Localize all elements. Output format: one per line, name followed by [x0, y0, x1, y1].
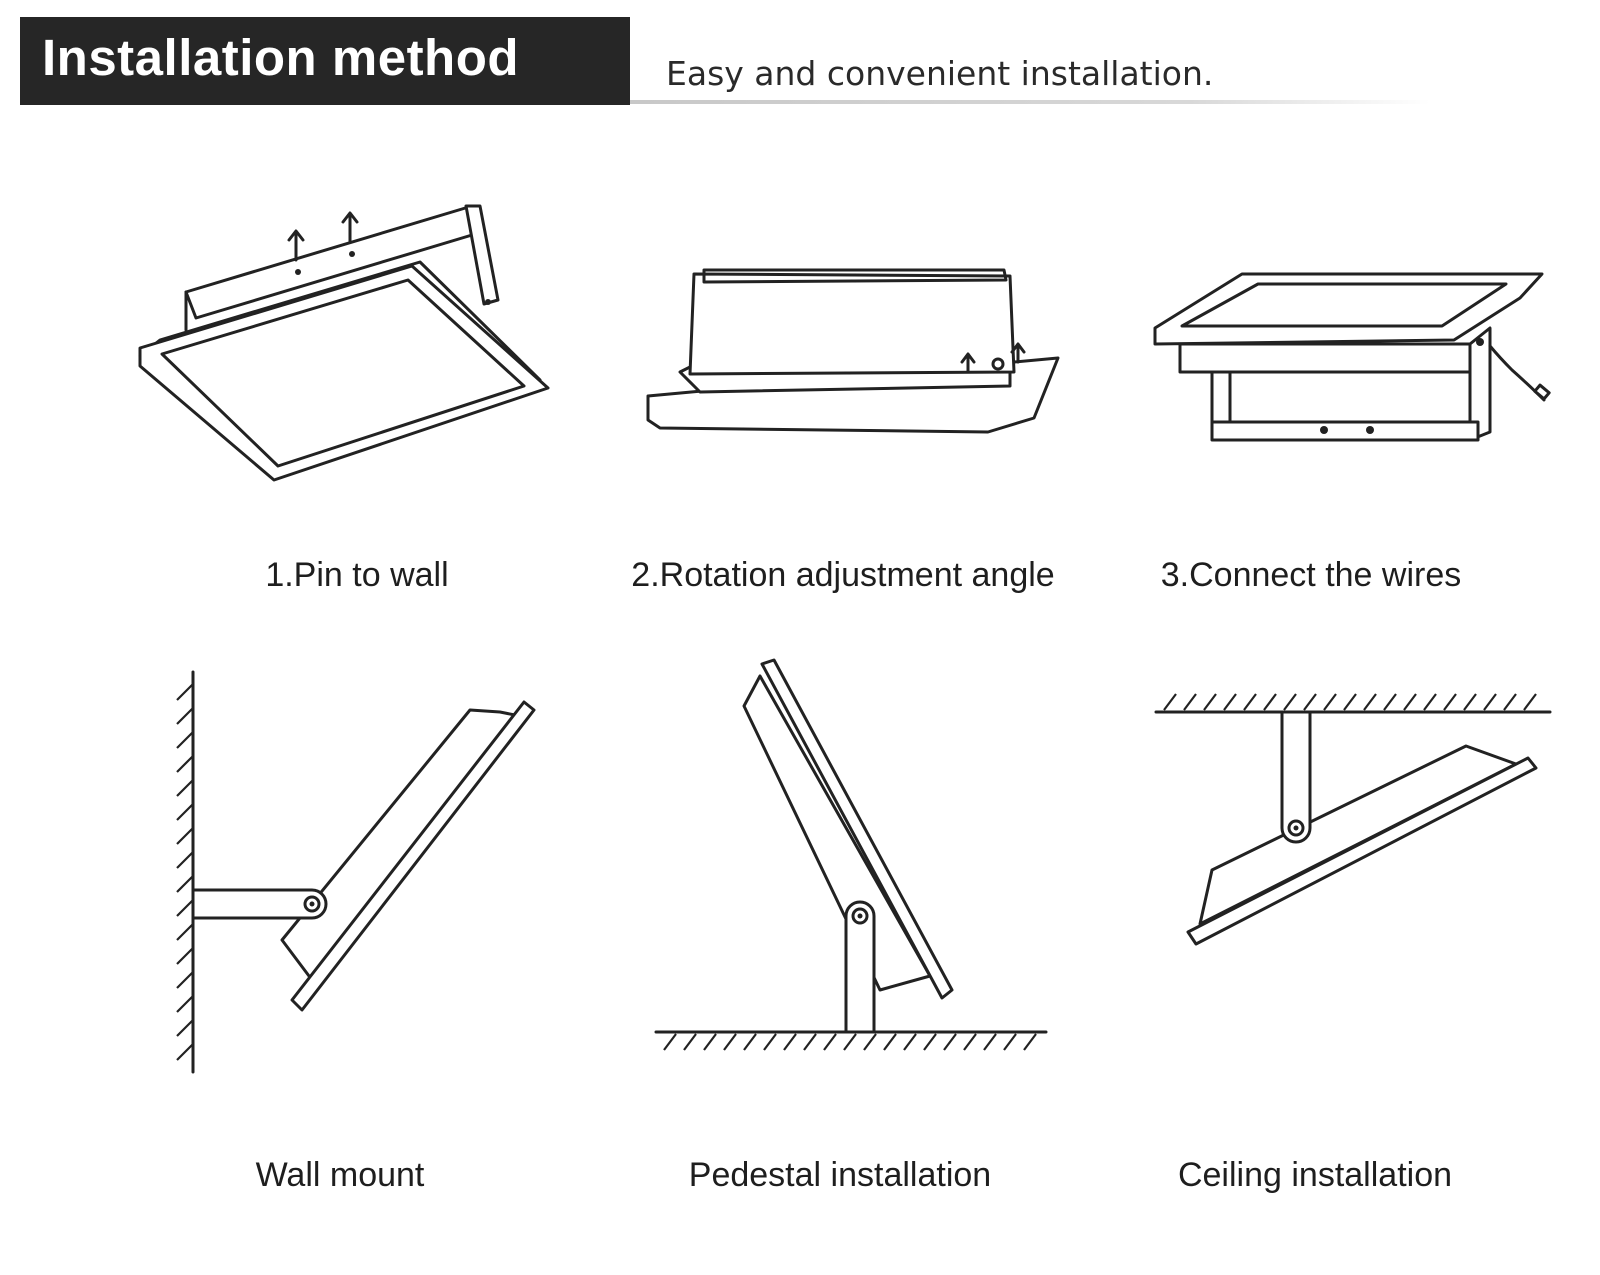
ceiling-installation-illustration	[1154, 693, 1552, 946]
pin-to-wall-illustration	[138, 204, 550, 482]
pedestal-installation-caption: Pedestal installation	[688, 1156, 992, 1194]
step-2-caption: 2.Rotation adjustment angle	[631, 556, 1055, 594]
rotation-adjustment-illustration	[646, 268, 1060, 434]
page-subtitle: Easy and convenient installation.	[666, 54, 1214, 93]
wall-mount-illustration	[176, 670, 536, 1074]
wall-mount-caption: Wall mount	[255, 1156, 425, 1194]
connect-wires-illustration	[1153, 272, 1551, 442]
header-bar	[20, 17, 630, 105]
page-title: Installation method	[42, 29, 520, 86]
ceiling-installation-caption: Ceiling installation	[1177, 1156, 1453, 1194]
step-3-caption: 3.Connect the wires	[1160, 556, 1462, 594]
step-1-caption: 1.Pin to wall	[265, 556, 449, 594]
pedestal-installation-illustration	[654, 658, 1048, 1051]
header-divider	[630, 100, 1430, 104]
